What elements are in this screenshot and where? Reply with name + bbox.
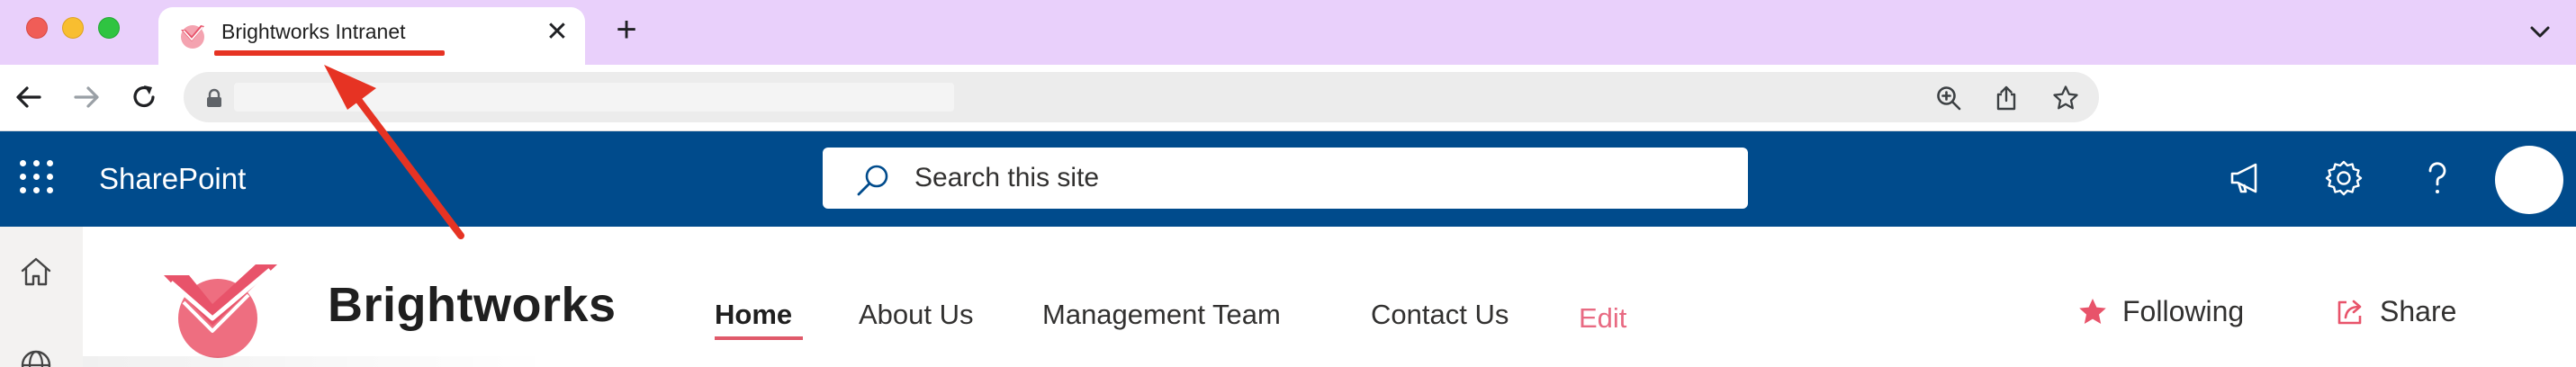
content-shadow [83,356,551,367]
following-label: Following [2122,295,2245,327]
nav-link-home[interactable]: Home [715,299,793,330]
zoom-in-icon[interactable] [1935,85,1962,112]
star-filled-icon [2079,299,2106,324]
arrow-left-icon[interactable] [13,81,45,113]
sharepoint-brand-link[interactable]: SharePoint [99,162,247,195]
window-minimize-control[interactable] [62,17,84,39]
share-label: Share [2380,295,2457,327]
window-close-control[interactable] [26,17,48,39]
star-outline-icon[interactable] [2052,85,2079,112]
nav-link-management-team[interactable]: Management Team [1042,299,1281,330]
lock-icon [207,88,221,107]
new-tab-button[interactable]: + [616,10,637,49]
share-arrow-icon [2337,300,2362,325]
home-icon[interactable] [18,254,54,290]
share-button[interactable]: Share [2335,291,2470,331]
reload-icon[interactable] [128,81,160,113]
browser-tabstrip: Brightworks Intranet ✕ + [0,0,2576,65]
sharepoint-suite-bar: SharePoint [0,131,2576,227]
globe-icon[interactable] [18,347,54,367]
site-title[interactable]: Brightworks [328,278,617,332]
help-icon[interactable] [2418,158,2457,198]
nav-link-contact-us[interactable]: Contact Us [1371,299,1509,330]
tab-title: Brightworks Intranet [221,20,406,43]
site-search-box[interactable] [823,148,1748,209]
nav-link-about-us[interactable]: About Us [859,299,974,330]
window-zoom-control[interactable] [98,17,120,39]
brightworks-logo-icon[interactable] [162,263,283,360]
avatar[interactable] [2495,146,2563,214]
nav-edit-link[interactable]: Edit [1579,302,1627,334]
app-launcher-waffle-icon[interactable] [20,160,54,194]
gear-icon[interactable] [2324,158,2364,198]
megaphone-icon[interactable] [2227,158,2266,198]
tab-close-icon[interactable]: ✕ [545,17,569,47]
search-input[interactable] [914,148,1725,209]
browser-tab-active[interactable]: Brightworks Intranet ✕ [158,7,585,65]
browser-toolbar [0,65,2576,131]
site-header: Brightworks Home About Us Management Tea… [83,227,2576,367]
following-button[interactable]: Following [2077,291,2248,331]
address-bar[interactable] [184,72,2099,122]
share-icon[interactable] [1993,85,2020,112]
search-icon [857,165,888,196]
nav-active-underline [715,336,803,340]
arrow-right-icon[interactable] [70,81,103,113]
chevron-down-icon[interactable] [2527,20,2553,45]
sharepoint-app-bar [0,227,83,367]
brightworks-favicon-icon [181,25,204,49]
tab-title-highlight-underline [214,50,445,56]
address-url-redacted[interactable] [234,83,954,112]
